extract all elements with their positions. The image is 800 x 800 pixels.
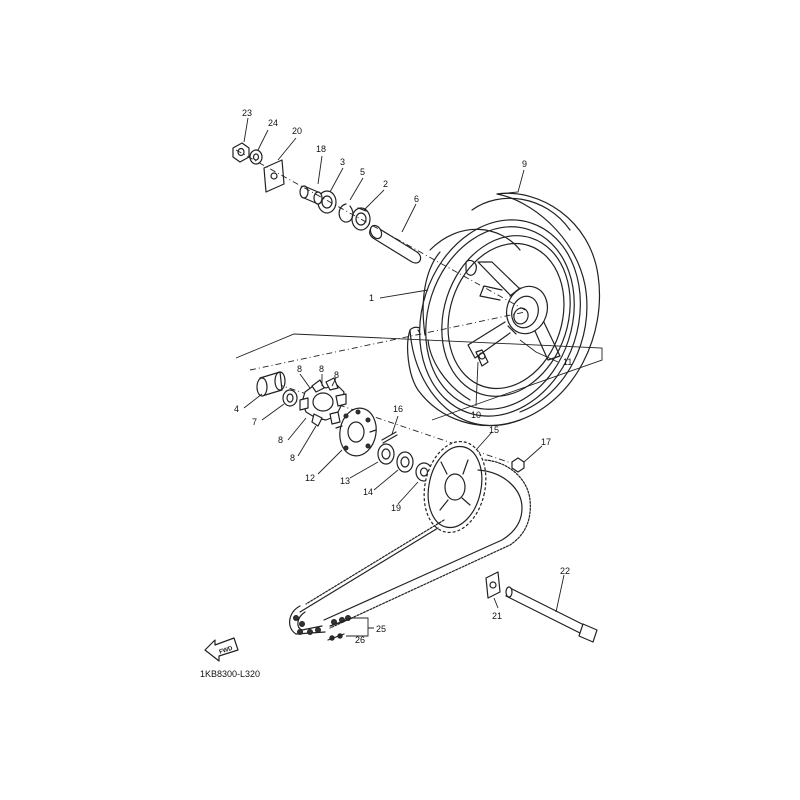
callout-15: 15: [489, 425, 499, 435]
callout-24: 24: [268, 118, 278, 128]
callout-13: 13: [340, 476, 350, 486]
callout-23: 23: [242, 108, 252, 118]
callout-2: 2: [383, 179, 388, 189]
callout-5: 5: [360, 167, 365, 177]
collar-18: [299, 185, 323, 205]
callout-20: 20: [292, 126, 302, 136]
bearing-13: [377, 443, 395, 465]
callout-12: 12: [305, 473, 315, 483]
forward-arrow-icon: FWD: [204, 637, 239, 662]
callout-17: 17: [541, 437, 551, 447]
callout-8-b: 8: [319, 364, 324, 374]
drawing-code: 1KB8300-L320: [200, 669, 260, 679]
callout-10: 10: [471, 410, 481, 420]
chain-adjuster-20: [263, 159, 285, 193]
callout-9: 9: [522, 159, 527, 169]
callout-11: 11: [563, 357, 572, 367]
wheel-hub: [505, 285, 549, 335]
wheel-spacer: [369, 224, 422, 264]
oil-seal-14: [396, 451, 414, 473]
sprocket-nut-17: [511, 457, 525, 473]
valve-stem: [475, 349, 489, 367]
callout-3: 3: [340, 157, 345, 167]
drive-chain: [289, 459, 531, 635]
callout-7: 7: [252, 417, 257, 427]
clutch-hub-12: [335, 407, 377, 457]
callout-8-c: 8: [334, 370, 339, 380]
callout-8-d: 8: [278, 435, 283, 445]
bearing-4: [256, 371, 286, 397]
stud-bolt-16: [381, 431, 398, 444]
rear-sprocket: [423, 440, 487, 534]
forward-label: FWD: [219, 646, 234, 656]
callout-16: 16: [393, 404, 403, 414]
leader-lines: [243, 117, 565, 637]
callout-1: 1: [369, 293, 374, 303]
callout-22: 22: [560, 566, 570, 576]
assembly-boundary: [235, 333, 603, 421]
callout-26: 26: [355, 635, 365, 645]
chain-adjuster-21: [485, 571, 501, 599]
callout-18: 18: [316, 144, 326, 154]
callout-14: 14: [363, 487, 373, 497]
callout-6: 6: [414, 194, 419, 204]
callout-8-e: 8: [290, 453, 295, 463]
hub-centerline: [249, 311, 526, 371]
callout-19: 19: [391, 503, 401, 513]
callout-4: 4: [234, 404, 239, 414]
chain-joint-link: [327, 615, 353, 641]
wheel-rim: [419, 219, 581, 417]
callout-25: 25: [376, 624, 386, 634]
rear-axle-22: [505, 586, 598, 643]
circlip: [338, 203, 354, 223]
damper-rubbers: [299, 377, 347, 427]
bearing-2: [351, 207, 371, 231]
collar-7: [282, 389, 298, 407]
callout-numbers: 23 24 20 18 3 5 2 6 9 1 11 10 4 7 8 8 8 …: [234, 108, 572, 645]
axle-centerline: [235, 149, 526, 311]
callout-8-a: 8: [297, 364, 302, 374]
callout-21: 21: [492, 611, 502, 621]
washer-24: [249, 149, 263, 165]
